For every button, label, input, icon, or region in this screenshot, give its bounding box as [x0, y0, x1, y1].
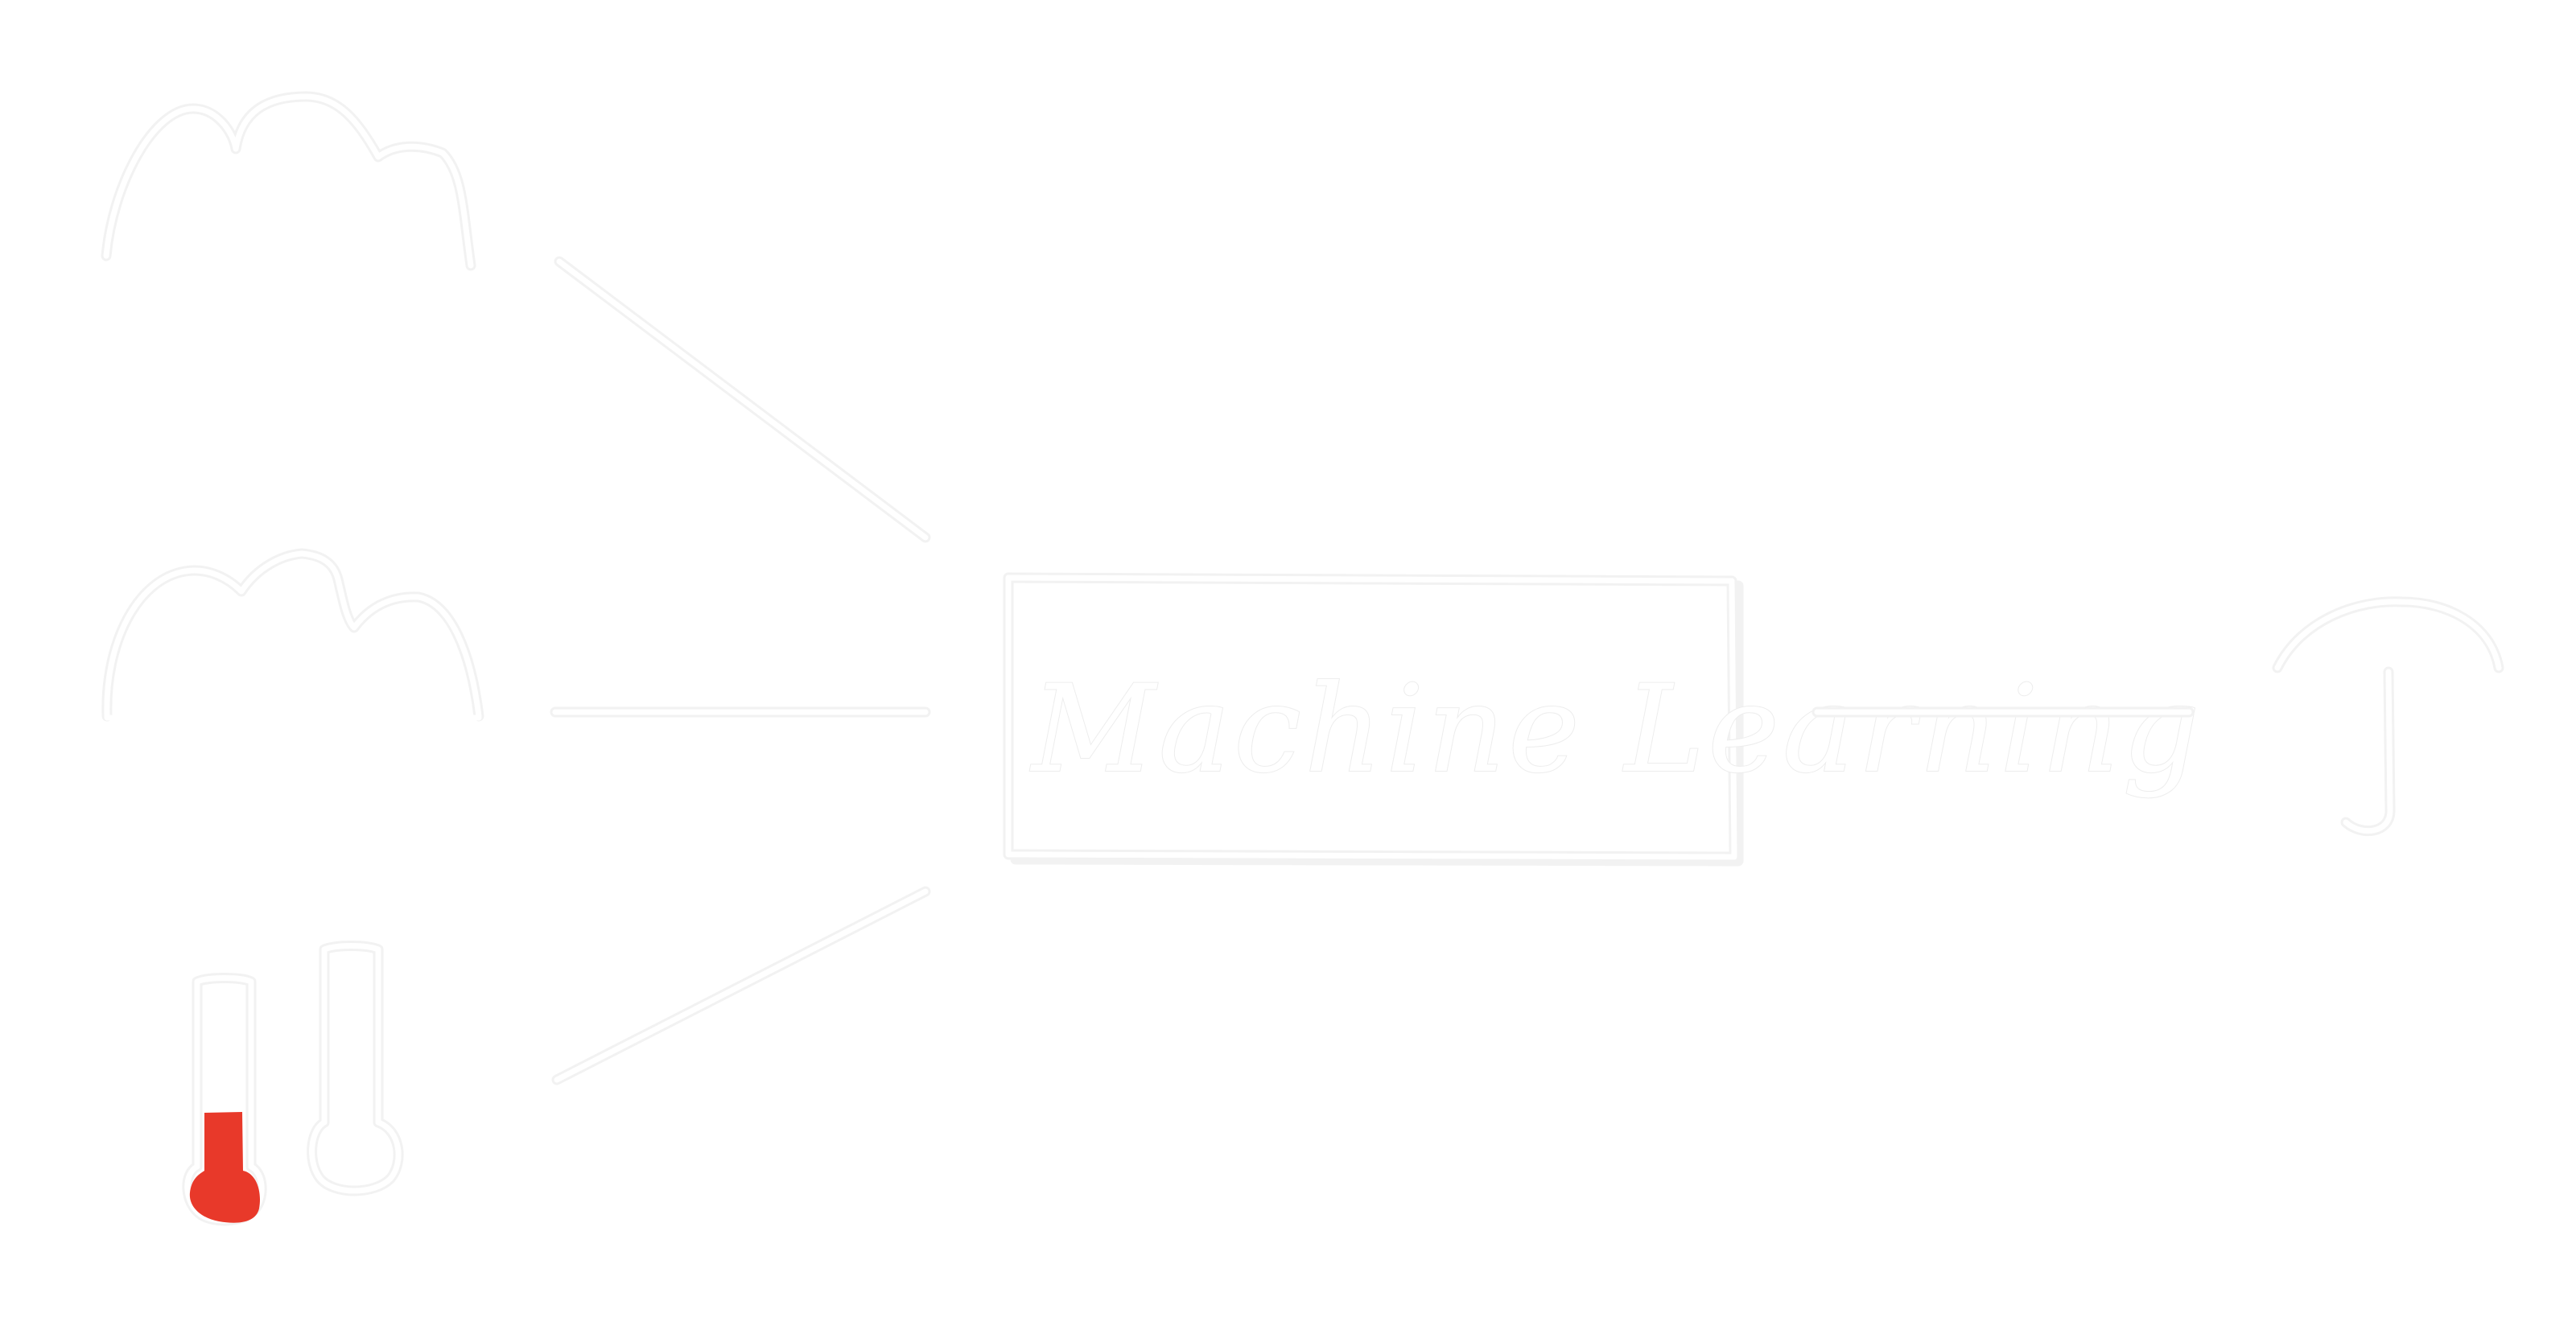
umbrella-icon	[2272, 596, 2504, 837]
fog-cloud-icon	[101, 548, 484, 858]
connector-rain	[554, 256, 931, 543]
machine-learning-box: Machine Learning	[1003, 572, 2203, 867]
thermometers-icon	[182, 941, 404, 1226]
thermometer-hot-fill	[189, 1112, 261, 1223]
rain-cloud-icon	[101, 91, 476, 427]
connector-temperature	[551, 886, 931, 1085]
machine-learning-label: Machine Learning	[1029, 660, 2203, 800]
